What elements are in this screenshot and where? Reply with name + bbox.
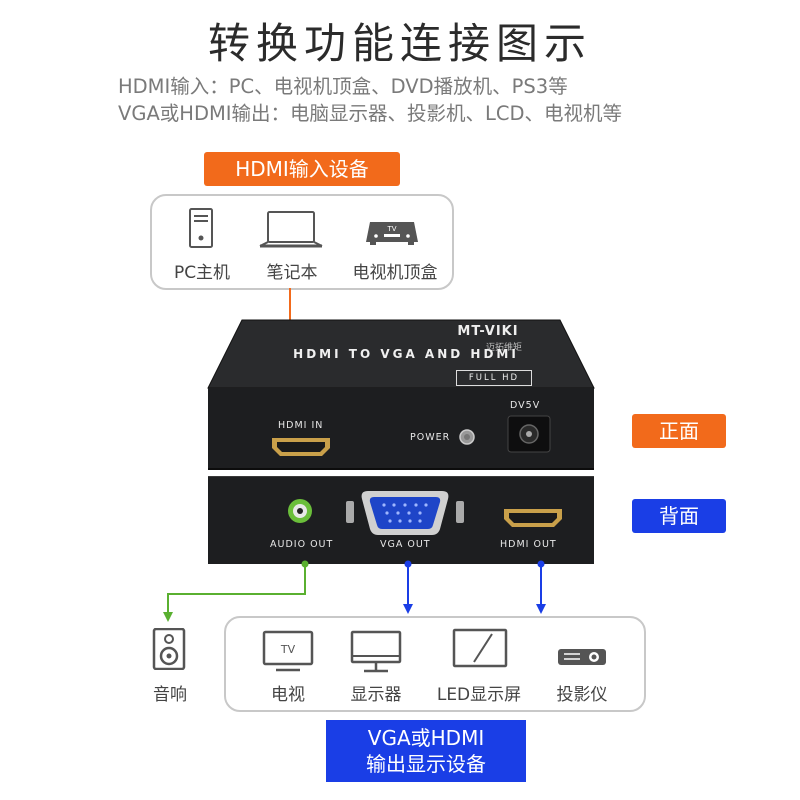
vga-out-label: VGA OUT bbox=[380, 539, 431, 550]
svg-text:TV: TV bbox=[386, 225, 396, 233]
hdmi-in-label: HDMI IN bbox=[278, 420, 324, 431]
led-screen-icon bbox=[452, 628, 508, 676]
power-led-icon bbox=[459, 429, 475, 445]
device-top-face bbox=[207, 319, 595, 389]
speaker-label: 音响 bbox=[153, 685, 187, 705]
output-label-line2: 输出显示设备 bbox=[366, 752, 486, 776]
input-devices-label: HDMI输入设备 bbox=[204, 152, 400, 186]
full-hd-badge: FULL HD bbox=[456, 370, 532, 386]
model-text: HDMI TO VGA AND HDMI bbox=[293, 347, 519, 361]
device-label-laptop: 笔记本 bbox=[266, 263, 318, 283]
monitor-icon bbox=[350, 630, 402, 678]
converter-device: MT-VIKI 迈拓维矩 HDMI TO VGA AND HDMI FULL H… bbox=[206, 318, 596, 794]
hdmi-output-connection-line bbox=[536, 560, 546, 614]
output-devices-panel: TV 电视 显示器 LED显示屏 投影仪 bbox=[224, 616, 646, 712]
device-back-face: AUDIO OUT VGA OUT HDMI OUT bbox=[208, 476, 594, 564]
output-subtitle: VGA或HDMI输出：电脑显示器、投影机、LCD、电视机等 bbox=[118, 102, 623, 125]
set-top-box-icon: TV bbox=[364, 220, 420, 250]
brand-logo-cn: 迈拓维矩 bbox=[485, 343, 522, 353]
audio-out-label: AUDIO OUT bbox=[270, 539, 334, 550]
hdmi-in-port[interactable] bbox=[270, 436, 332, 458]
output-devices-label: VGA或HDMI 输出显示设备 bbox=[326, 720, 526, 782]
dc-power-label: DV5V bbox=[510, 400, 541, 411]
input-devices-panel: PC主机 笔记本 TV 电视机顶盒 bbox=[150, 194, 454, 290]
output-label-led-screen: LED显示屏 bbox=[436, 685, 522, 705]
output-label-tv: 电视 bbox=[271, 685, 305, 705]
brand-logo: MT-VIKI bbox=[457, 324, 519, 339]
front-side-label: 正面 bbox=[632, 414, 726, 448]
tv-screen-text: TV bbox=[280, 643, 296, 656]
laptop-icon bbox=[258, 210, 324, 254]
speaker-icon bbox=[152, 627, 186, 674]
page-title: 转换功能连接图示 bbox=[207, 19, 592, 68]
output-label-projector: 投影仪 bbox=[556, 685, 608, 705]
power-label: POWER bbox=[410, 432, 451, 443]
dc-power-jack[interactable] bbox=[506, 414, 552, 454]
vga-connection-line bbox=[403, 560, 413, 614]
projector-icon bbox=[556, 646, 608, 672]
device-front-face: HDMI IN POWER DV5V bbox=[208, 388, 594, 470]
device-label-set-top-box: 电视机顶盒 bbox=[352, 263, 438, 283]
hdmi-out-port[interactable] bbox=[502, 507, 564, 529]
audio-connection-line bbox=[163, 560, 309, 622]
pc-tower-icon bbox=[188, 208, 214, 252]
input-subtitle: HDMI输入：PC、电视机顶盒、DVD播放机、PS3等 bbox=[118, 75, 568, 98]
tv-icon: TV bbox=[262, 630, 314, 678]
output-label-line1: VGA或HDMI bbox=[367, 726, 485, 750]
device-label-pc: PC主机 bbox=[173, 263, 231, 283]
audio-out-port[interactable] bbox=[286, 497, 314, 525]
vga-out-port[interactable] bbox=[340, 487, 470, 541]
output-label-monitor: 显示器 bbox=[350, 685, 402, 705]
back-side-label: 背面 bbox=[632, 499, 726, 533]
hdmi-out-label: HDMI OUT bbox=[500, 539, 557, 550]
